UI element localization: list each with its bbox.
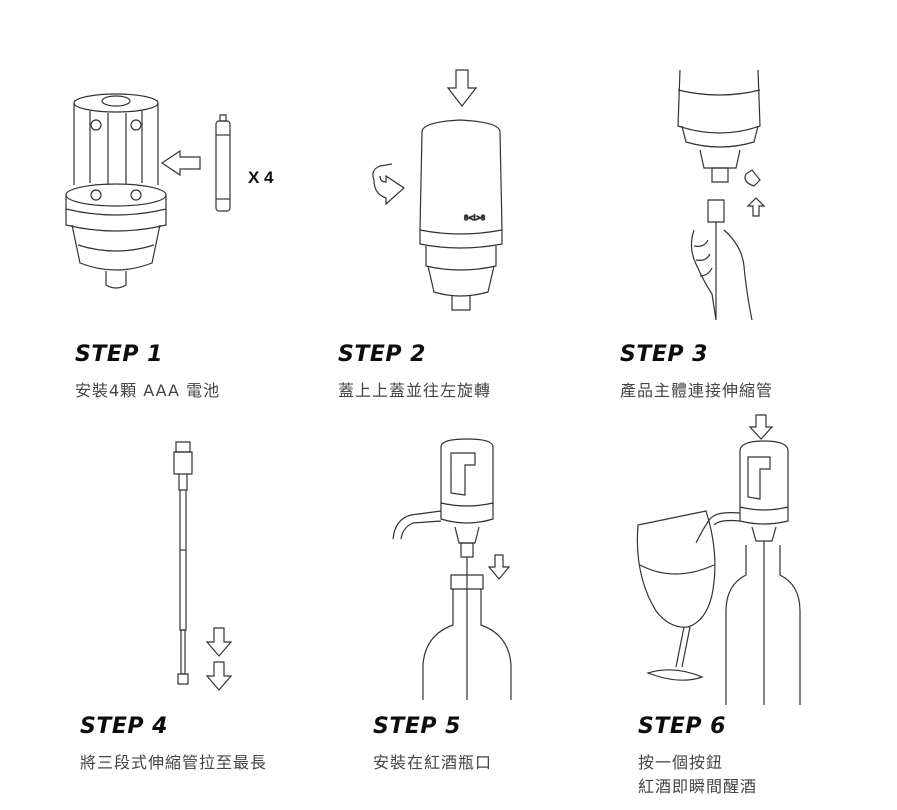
telescopic-tube xyxy=(174,442,192,684)
step6-illustration xyxy=(630,415,810,705)
push-up-arrow-icon xyxy=(748,198,764,216)
step-4-description: 將三段式伸縮管拉至最長 xyxy=(80,753,268,772)
step-1-description: 安裝4顆 AAA 電池 xyxy=(75,381,221,400)
extend-down-arrow-icon xyxy=(207,628,231,656)
device-with-cap xyxy=(420,120,502,310)
aaa-battery-icon xyxy=(216,115,230,211)
step-4-title: STEP 4 xyxy=(80,714,168,739)
device-on-bottle xyxy=(740,441,788,705)
step-6-description-line-2: 紅酒即瞬間醒酒 xyxy=(638,777,758,796)
step-1-title: STEP 1 xyxy=(75,342,163,367)
hand-holding-tube xyxy=(691,200,752,320)
step2-illustration: 8<i>8 xyxy=(360,70,540,320)
step-6-title: STEP 6 xyxy=(638,714,726,739)
step-5-title: STEP 5 xyxy=(373,714,461,739)
step-2-description: 蓋上上蓋並往左旋轉 xyxy=(338,381,492,400)
insert-arrow-icon xyxy=(162,151,200,175)
step-2-title: STEP 2 xyxy=(338,342,426,367)
battery-count-label: X 4 xyxy=(248,168,274,187)
install-down-arrow-icon xyxy=(489,555,509,579)
step1-illustration xyxy=(50,85,290,305)
pour-spout xyxy=(696,513,740,543)
wine-bottle xyxy=(423,557,511,700)
extend-down-arrow-icon-2 xyxy=(207,662,231,690)
device-marking: 8<i>8 xyxy=(464,214,485,222)
wine-bottle xyxy=(726,545,800,705)
push-down-arrow-icon xyxy=(448,70,476,106)
step3-illustration xyxy=(660,70,800,320)
step-6-description-line-1: 按一個按鈕 xyxy=(638,753,724,772)
device-on-bottle xyxy=(393,439,493,557)
step4-illustration xyxy=(160,440,260,700)
press-button-arrow-icon xyxy=(750,415,772,439)
step-3-title: STEP 3 xyxy=(620,342,708,367)
step-3-description: 產品主體連接伸縮管 xyxy=(620,381,774,400)
rotate-left-arrow-icon xyxy=(373,164,404,204)
step5-illustration xyxy=(385,435,535,700)
device-battery-compartment xyxy=(66,94,166,288)
rotate-arrow-icon xyxy=(745,170,760,186)
wine-glass xyxy=(637,511,715,680)
step-5-description: 安裝在紅酒瓶口 xyxy=(373,753,493,772)
device-body-inverted xyxy=(678,70,760,182)
